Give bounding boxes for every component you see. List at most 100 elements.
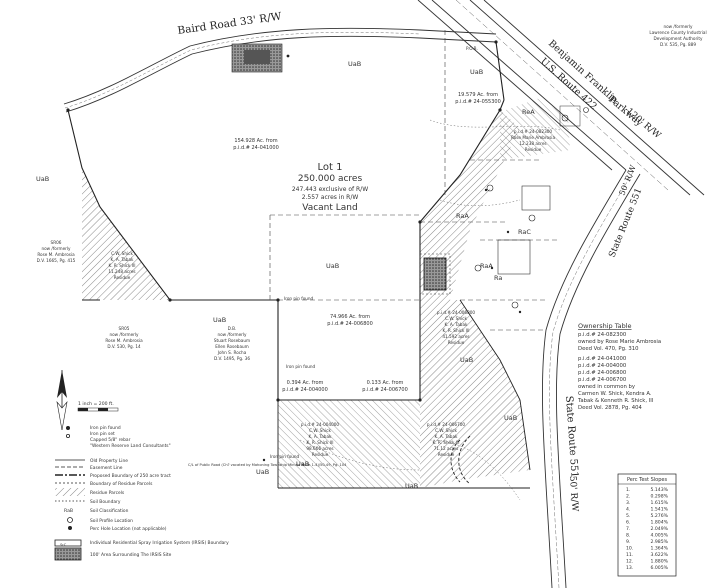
svg-text:Individual Residential Spray I: Individual Residential Spray Irrigation … [90, 540, 229, 546]
parcel-006800-pid: p.i.d.# 24-006800 [327, 321, 373, 327]
residue-boundaries [82, 299, 531, 489]
irsis-site [423, 257, 447, 291]
svg-text:12.238 acres: 12.238 acres [519, 141, 546, 146]
perc-row-number: 1. [626, 487, 630, 493]
svg-text:ReA: ReA [522, 108, 535, 116]
svg-text:Ellen Rosebaum: Ellen Rosebaum [215, 344, 249, 349]
svg-text:John S. Rocha: John S. Rocha [217, 350, 247, 355]
owner-rosebaum: D.B. now /formerly Stuart Rosebaum Ellen… [214, 326, 250, 361]
svg-text:K. A. Tabak: K. A. Tabak [445, 322, 469, 327]
baird-road [63, 27, 497, 113]
svg-text:Residue: Residue [448, 340, 465, 345]
state-route-lower-rw: 50' R/W [567, 476, 580, 513]
svg-text:now /formerly: now /formerly [109, 332, 139, 337]
parcel-041000-area: 154.928 Ac. from [234, 138, 277, 144]
perc-row-number: 12. [626, 559, 633, 565]
svg-text:Ra: Ra [494, 274, 502, 282]
perc-row-value: 5.276% [650, 513, 668, 519]
owner-ambrosia-top: p.i.d.# 24-082300 Rose Marie Ambrosia 12… [511, 129, 555, 152]
residue-bottom-left-hatch [278, 400, 420, 488]
svg-text:Iron pin found: Iron pin found [90, 425, 121, 431]
perc-row-value: 2.985% [650, 539, 668, 545]
perc-test-table: Perc Test Slopes 1.5.143%2.0.298%3.1.615… [617, 473, 677, 577]
parcel-small-1 [521, 185, 551, 211]
svg-text:D.V. 530, Pg. 14: D.V. 530, Pg. 14 [107, 344, 141, 349]
perc-row-value: 4.005% [650, 533, 668, 539]
svg-text:K. R. Shick III: K. R. Shick III [442, 328, 469, 333]
svg-text:"Western Reserve Land Consulta: "Western Reserve Land Consultants" [90, 443, 171, 449]
svg-text:now /formerly: now /formerly [217, 332, 247, 337]
iron-pin-label-1: Iron pin found [284, 296, 314, 301]
perc-row-number: 8. [626, 533, 630, 539]
perc-row-number: 13. [626, 565, 633, 571]
svg-text:41.592 acres: 41.592 acres [442, 334, 469, 339]
residue-bottom-right-hatch [420, 300, 530, 488]
pob-label: P.O.B. [466, 46, 478, 51]
svg-text:owned by Rose Marie Ambrosia: owned by Rose Marie Ambrosia [578, 339, 661, 345]
svg-text:K. R. Shick III: K. R. Shick III [306, 440, 333, 445]
svg-text:Soil Classification: Soil Classification [90, 508, 129, 514]
owner-shick-bottom-left: p.i.d.# 24-004000 C.W. Shick K. A. Tabak… [301, 422, 339, 457]
svg-text:Capped 5/8" rebar: Capped 5/8" rebar [90, 437, 131, 443]
svg-text:p.i.d.# 24-006800: p.i.d.# 24-006800 [578, 370, 627, 376]
baird-road-building-inner [244, 50, 270, 64]
perc-row-value: 0.298% [650, 494, 668, 500]
svg-text:UaB: UaB [213, 316, 226, 324]
iron-pin-label-2: Iron pin found [286, 364, 316, 369]
legend-symbols [54, 425, 85, 561]
svg-text:98.606 acres: 98.606 acres [306, 446, 333, 451]
perc-row-value: 1.804% [650, 520, 668, 526]
svg-text:Soil Profile Location: Soil Profile Location [90, 518, 133, 524]
svg-text:Deed Vol. 470, Pg. 310: Deed Vol. 470, Pg. 310 [578, 346, 639, 352]
scale-text: 1 inch = 200 ft. [78, 401, 114, 407]
perc-row-number: 7. [626, 526, 630, 532]
perc-row-value: 1.541% [650, 507, 668, 513]
svg-text:SR06: SR06 [51, 240, 62, 245]
parcel-004000-pid: p.i.d.# 24-004000 [282, 387, 328, 393]
parcel-004000-area: 0.394 Ac. from [287, 380, 324, 386]
svg-text:now /formerly: now /formerly [41, 246, 71, 251]
scale-bar [77, 407, 119, 412]
perc-row-number: 2. [626, 494, 630, 500]
svg-text:Iron pin set: Iron pin set [90, 431, 115, 437]
parcel-006700-pid: p.i.d.# 24-006700 [362, 387, 408, 393]
perc-symbols [474, 107, 589, 309]
svg-text:owned in common by: owned in common by [578, 384, 635, 390]
irsis-area [419, 253, 451, 295]
svg-text:Old Property Line: Old Property Line [90, 458, 128, 464]
svg-text:Residue: Residue [312, 452, 329, 457]
svg-text:D.V. 535, Pg. 889: D.V. 535, Pg. 889 [660, 42, 696, 47]
perc-title: Perc Test Slopes [627, 477, 668, 483]
owner-lawrence: now /formerly Lawrence County Industrial… [649, 24, 706, 47]
lot-title: Lot 1 [318, 162, 343, 173]
parcel-small-3 [559, 105, 581, 127]
svg-text:Residue: Residue [438, 452, 455, 457]
svg-text:p.i.d.# 24-004000: p.i.d.# 24-004000 [578, 363, 627, 369]
svg-text:Boundary of Residue Parcels: Boundary of Residue Parcels [90, 481, 153, 487]
iron-pin-label-3: Iron pin found [270, 454, 300, 459]
svg-text:SR05: SR05 [119, 326, 130, 331]
svg-text:100' Area Surrounding The IRSI: 100' Area Surrounding The IRSIS Site [90, 552, 172, 558]
svg-text:p.i.d.# 24-082300: p.i.d.# 24-082300 [514, 129, 552, 134]
iron-pin-markers [66, 40, 522, 462]
parcel-055300-area: 19.579 Ac. from [458, 92, 498, 98]
svg-text:UaB: UaB [326, 262, 339, 270]
svg-text:K. A. Tabak: K. A. Tabak [111, 257, 135, 262]
svg-text:C.W. Shick: C.W. Shick [445, 316, 467, 321]
owner-shick-mid: p.i.d.# 24-006800 C.W. Shick K. A. Tabak… [437, 310, 475, 345]
map-legend: 1 inch = 200 ft. Iron pin found Iron pin… [60, 401, 347, 558]
svg-text:D.B.: D.B. [228, 326, 237, 331]
ownership-table: Ownership Table p.i.d.# 24-082300 owned … [577, 322, 661, 411]
perc-row-number: 3. [626, 500, 630, 506]
owner-ambrosia-left: SR06 now /formerly Rose M. Ambrosia D.V.… [37, 240, 76, 263]
lot-rw: 2.557 acres in R/W [302, 194, 359, 201]
perc-row-number: 11. [626, 552, 633, 558]
perc-row-value: 6.005% [650, 565, 668, 571]
svg-text:D.V. 1495, Pg. 36: D.V. 1495, Pg. 36 [214, 356, 250, 361]
svg-text:C.W. Shick: C.W. Shick [111, 251, 133, 256]
perc-row-number: 6. [626, 520, 630, 526]
perc-row-value: 2.049% [650, 526, 668, 532]
svg-text:UaB: UaB [470, 68, 483, 76]
svg-text:C.W. Shick: C.W. Shick [435, 428, 457, 433]
